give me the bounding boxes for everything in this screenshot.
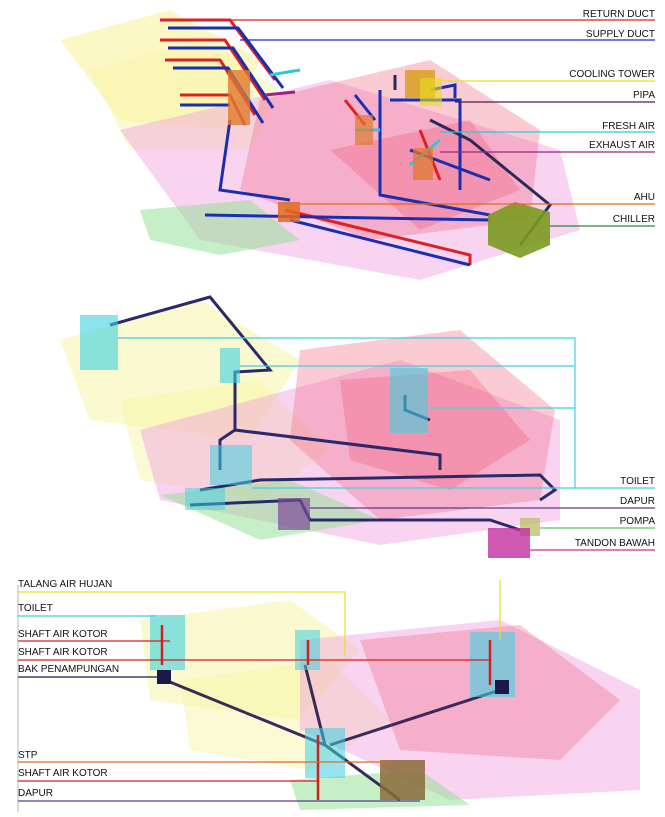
panel-water-supply bbox=[60, 297, 655, 558]
label-shaft-air-kotor: SHAFT AIR KOTOR bbox=[18, 768, 108, 779]
panel-waste-water bbox=[18, 580, 640, 812]
toilet-box bbox=[390, 368, 428, 433]
label-supply-duct: SUPPLY DUCT bbox=[586, 29, 655, 40]
label-tandon-bawah: TANDON BAWAH bbox=[575, 538, 655, 549]
toilet-box bbox=[305, 728, 345, 778]
label-cooling-tower: COOLING TOWER bbox=[569, 69, 655, 80]
label-dapur: DAPUR bbox=[18, 788, 53, 799]
label-pompa: POMPA bbox=[620, 516, 655, 527]
ahu-box bbox=[355, 115, 373, 145]
tandon-bawah-box bbox=[488, 528, 530, 558]
panel-hvac bbox=[60, 10, 655, 280]
label-dapur: DAPUR bbox=[620, 496, 655, 507]
label-ahu: AHU bbox=[634, 192, 655, 203]
ahu-box bbox=[413, 148, 433, 180]
label-chiller: CHILLER bbox=[613, 214, 655, 225]
fresh-air-line bbox=[270, 70, 300, 75]
label-talang-air-hujan: TALANG AIR HUJAN bbox=[18, 579, 112, 590]
toilet-box bbox=[80, 315, 118, 370]
dapur-box bbox=[278, 498, 310, 530]
toilet-box bbox=[220, 348, 240, 383]
cooling-tower-box bbox=[420, 78, 442, 106]
label-bak-penampungan: BAK PENAMPUNGAN bbox=[18, 664, 119, 675]
dapur-box bbox=[185, 488, 225, 510]
label-toilet: TOILET bbox=[18, 603, 53, 614]
label-fresh-air: FRESH AIR bbox=[602, 121, 655, 132]
stp-box bbox=[380, 760, 425, 800]
label-exhaust-air: EXHAUST AIR bbox=[589, 140, 655, 151]
ahu-box bbox=[278, 202, 300, 222]
ahu-box bbox=[228, 70, 250, 125]
bak-penampungan-box bbox=[495, 680, 509, 694]
label-return-duct: RETURN DUCT bbox=[583, 9, 655, 20]
label-shaft-air-kotor: SHAFT AIR KOTOR bbox=[18, 647, 108, 658]
toilet-box bbox=[150, 615, 185, 670]
label-stp: STP bbox=[18, 750, 37, 761]
label-shaft-air-kotor: SHAFT AIR KOTOR bbox=[18, 629, 108, 640]
label-pipa: PIPA bbox=[633, 90, 655, 101]
label-toilet: TOILET bbox=[620, 476, 655, 487]
toilet-box bbox=[210, 445, 252, 485]
